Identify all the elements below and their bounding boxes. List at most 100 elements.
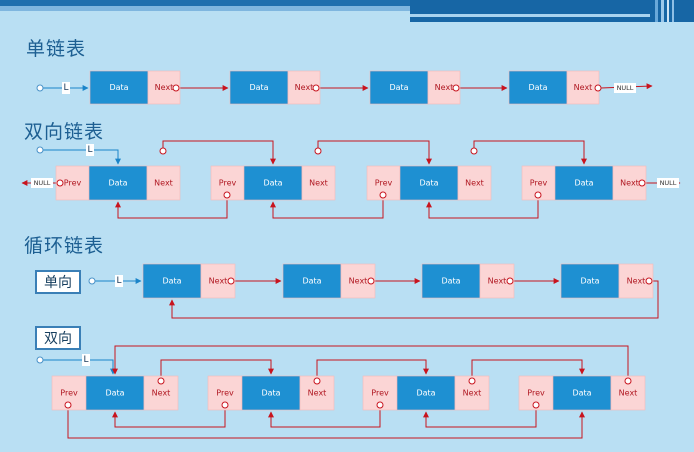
circ-one-node-2-data-cell: Data [282, 263, 342, 299]
doubly-null-right-tag-bg [657, 178, 679, 188]
circ-one-head-origin [88, 277, 96, 285]
circ-one-node-4-data-text: Data [580, 277, 599, 286]
circ-two-node-3-data-text: Data [416, 389, 435, 398]
doubly-node-1-data-box [88, 165, 148, 201]
singly-node-2-data-cell: Data [229, 70, 289, 105]
doubly-head-label-text: L [87, 145, 92, 155]
doubly-node-2-next-cell: Next [301, 165, 336, 201]
singly-next-dot-3 [452, 84, 460, 92]
doubly-node-1-prev-text: Prev [64, 179, 82, 188]
circ-two-node-3-data-cell: Data [396, 375, 456, 411]
singly-head-origin [36, 84, 44, 92]
circ-one-node-1-data-cell: Data [142, 263, 202, 299]
circ-two-node-2-data-cell: Data [241, 375, 301, 411]
doubly-node-2-data-text: Data [263, 179, 282, 188]
circ-two-next-link-1 [160, 359, 274, 378]
circ-one-node-3-data-box [421, 263, 481, 299]
doubly-prev-link-2 [270, 198, 384, 219]
singly-node-3-data-text: Data [389, 83, 408, 92]
doubly-prev-link-1 [115, 198, 228, 219]
doubly-prev-dot-2 [379, 191, 387, 199]
singly-null-tag-text: NULL [617, 84, 634, 92]
circ-two-head-arrow [43, 359, 116, 375]
circ-one-head-label-bg [115, 275, 123, 287]
circ-one-head-label-text: L [116, 276, 121, 286]
circ-two-node-3-next-cell: Next [454, 375, 490, 411]
circ-two-node-1-prev-text: Prev [60, 389, 78, 398]
circ-two-prev-link-3 [423, 408, 537, 428]
singly-next-dot-4 [594, 84, 602, 92]
circ-one-node-1-data-text: Data [162, 277, 181, 286]
circ-two-prev-dot-2 [376, 401, 384, 409]
circ-one-next-dot-2 [367, 277, 375, 285]
circ-two-head-to-tail-link [67, 408, 585, 439]
doubly-next-link-2 [317, 140, 432, 165]
singly-node-4-data-text: Data [528, 83, 547, 92]
singly-node-4-next-text: Next [574, 83, 593, 92]
heading-doubly-linked-list: 双向链表 [24, 121, 105, 143]
circ-one-node-1-next-text: Next [209, 277, 228, 286]
circ-two-node-4-next-box [610, 375, 646, 411]
doubly-node-4-data-box [554, 165, 614, 201]
circ-one-node-4-next-text: Next [627, 277, 646, 286]
singly-next-dot-1 [172, 84, 180, 92]
singly-node-3-data-box [369, 70, 429, 105]
circ-one-node-3-data-cell: Data [421, 263, 481, 299]
singly-node-3-next-text: Next [435, 83, 454, 92]
circ-one-next-dot-1 [227, 277, 235, 285]
doubly-node-3-next-cell: Next [457, 165, 492, 201]
doubly-node-1-next-text: Next [154, 179, 173, 188]
circ-two-node-2-prev-text: Prev [216, 389, 234, 398]
label-two-way-circular: 双向 [35, 326, 81, 350]
circ-one-wrap-link [169, 280, 659, 319]
circ-two-next-dot-3 [468, 377, 476, 385]
circ-one-node-2-data-box [282, 263, 342, 299]
circ-two-node-1-data-cell: Data [85, 375, 145, 411]
circ-one-node-4-data-cell: Data [560, 263, 620, 299]
circ-one-next-dot-3 [506, 277, 514, 285]
circ-two-node-4-next-text: Next [619, 389, 638, 398]
circ-two-next-link-2 [316, 359, 429, 378]
doubly-node-3-data-text: Data [419, 179, 438, 188]
doubly-null-left-tag-text: NULL [34, 179, 51, 187]
doubly-head-label: L [86, 144, 94, 156]
doubly-next-link-3 [473, 140, 587, 165]
doubly-node-2-data-box [243, 165, 303, 201]
singly-node-1-next-text: Next [155, 83, 174, 92]
doubly-prev-dot-3 [534, 191, 542, 199]
circ-two-node-4-data-cell: Data [552, 375, 612, 411]
doubly-next-dot-3 [470, 147, 478, 155]
doubly-node-3-prev-text: Prev [375, 179, 393, 188]
circ-two-node-4-data-box [552, 375, 612, 411]
doubly-node-3-next-text: Next [465, 179, 484, 188]
doubly-node-1-data-text: Data [108, 179, 127, 188]
doubly-next-dot-1 [159, 147, 167, 155]
circ-two-node-4-prev-text: Prev [527, 389, 545, 398]
singly-node-4-data-cell: Data [508, 70, 568, 105]
doubly-head-label-bg [86, 144, 94, 156]
doubly-null-left-tag-bg [31, 178, 53, 188]
singly-node-4-next-box [566, 70, 600, 105]
doubly-node-4-next-cell: Next [612, 165, 647, 201]
doubly-node-4-next-box [612, 165, 647, 201]
doubly-node-2-data-cell: Data [243, 165, 303, 201]
doubly-node-2-next-box [301, 165, 336, 201]
circ-two-next-dot-tail [624, 377, 632, 385]
title-bar-decoration [0, 0, 694, 22]
doubly-next-dot-tail [638, 179, 646, 187]
doubly-node-2-next-text: Next [309, 179, 328, 188]
doubly-next-dot-2 [314, 147, 322, 155]
circ-two-head-label-bg [82, 354, 90, 366]
doubly-node-1-next-cell: Next [146, 165, 181, 201]
doubly-node-3-data-cell: Data [399, 165, 459, 201]
doubly-node-1-data-cell: Data [88, 165, 148, 201]
circ-two-prev-link-2 [268, 408, 381, 428]
doubly-head-origin [36, 146, 44, 154]
doubly-head-arrow [43, 149, 121, 165]
circ-one-node-2-data-text: Data [302, 277, 321, 286]
circ-one-node-1-data-box [142, 263, 202, 299]
circ-two-head-label-text: L [83, 355, 88, 365]
doubly-null-right-tag: NULL [657, 178, 679, 188]
circ-two-node-3-next-text: Next [463, 389, 482, 398]
circ-two-node-4-next-cell: Next [610, 375, 646, 411]
